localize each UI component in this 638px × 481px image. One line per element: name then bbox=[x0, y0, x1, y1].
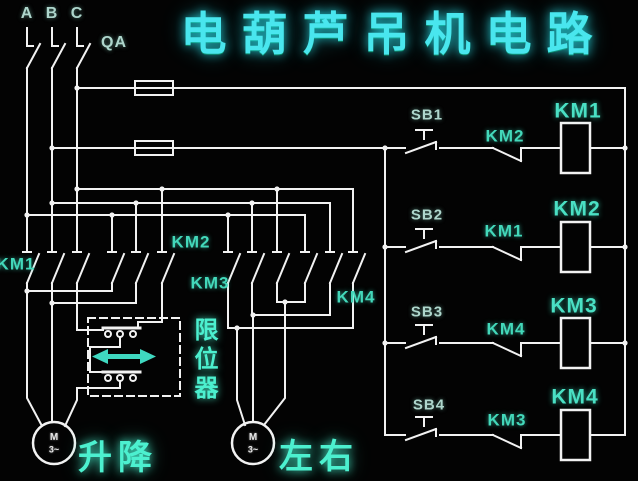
traverse-caption: 左右 bbox=[279, 438, 359, 476]
contactor-bank-label-km3: KM3 bbox=[190, 273, 230, 293]
hoist-branch-wiring bbox=[26, 282, 163, 428]
interlock-label-rung1: KM2 bbox=[485, 126, 525, 146]
button-label-sb3: SB3 bbox=[410, 303, 444, 321]
coil-label-km1: KM1 bbox=[554, 99, 602, 123]
hoist-motor-type: 3~ bbox=[48, 444, 60, 455]
button-label-sb2: SB2 bbox=[410, 206, 444, 224]
travel-direction-arrow bbox=[92, 349, 156, 364]
interlock-label-rung3: KM4 bbox=[486, 319, 526, 339]
control-rung-4 bbox=[384, 408, 626, 462]
diagram-title: 电葫芦吊机电路 bbox=[180, 8, 608, 60]
fuse-line-top bbox=[76, 80, 626, 436]
traverse-motor-symbol bbox=[230, 420, 276, 466]
traverse-motor-letter: M bbox=[248, 432, 258, 443]
button-label-sb4: SB4 bbox=[412, 396, 446, 414]
button-label-sb1: SB1 bbox=[410, 106, 444, 124]
contactor-bank-label-km4: KM4 bbox=[336, 287, 376, 307]
phase-switch-qa bbox=[25, 27, 92, 253]
main-contacts bbox=[22, 251, 367, 285]
hoist-motor-symbol bbox=[31, 420, 77, 466]
phase-label-c: C bbox=[70, 5, 84, 22]
control-rung-3 bbox=[384, 316, 626, 370]
limit-switch-box bbox=[87, 317, 181, 397]
coil-label-km2: KM2 bbox=[553, 197, 601, 221]
power-buses bbox=[26, 188, 354, 253]
interlock-label-rung4: KM3 bbox=[487, 410, 527, 430]
interlock-label-rung2: KM1 bbox=[484, 221, 524, 241]
coil-label-km3: KM3 bbox=[550, 294, 598, 318]
hoist-caption: 升降 bbox=[78, 439, 158, 477]
traverse-branch-wiring bbox=[227, 282, 354, 427]
control-rung-1 bbox=[404, 121, 626, 175]
fuse-line-rung1 bbox=[51, 140, 406, 156]
coil-label-km4: KM4 bbox=[551, 385, 599, 409]
contactor-bank-label-km2: KM2 bbox=[171, 232, 211, 252]
traverse-motor-type: 3~ bbox=[247, 444, 259, 455]
phase-label-b: B bbox=[45, 5, 59, 22]
hoist-motor-letter: M bbox=[49, 432, 59, 443]
junction-dots bbox=[24, 85, 628, 346]
contactor-bank-label-km1: KM1 bbox=[0, 254, 36, 274]
limit-switch-label: 限位器 bbox=[190, 317, 217, 404]
breaker-label-qa: QA bbox=[101, 34, 127, 51]
phase-label-a: A bbox=[20, 5, 34, 22]
control-rung-2 bbox=[384, 220, 626, 274]
